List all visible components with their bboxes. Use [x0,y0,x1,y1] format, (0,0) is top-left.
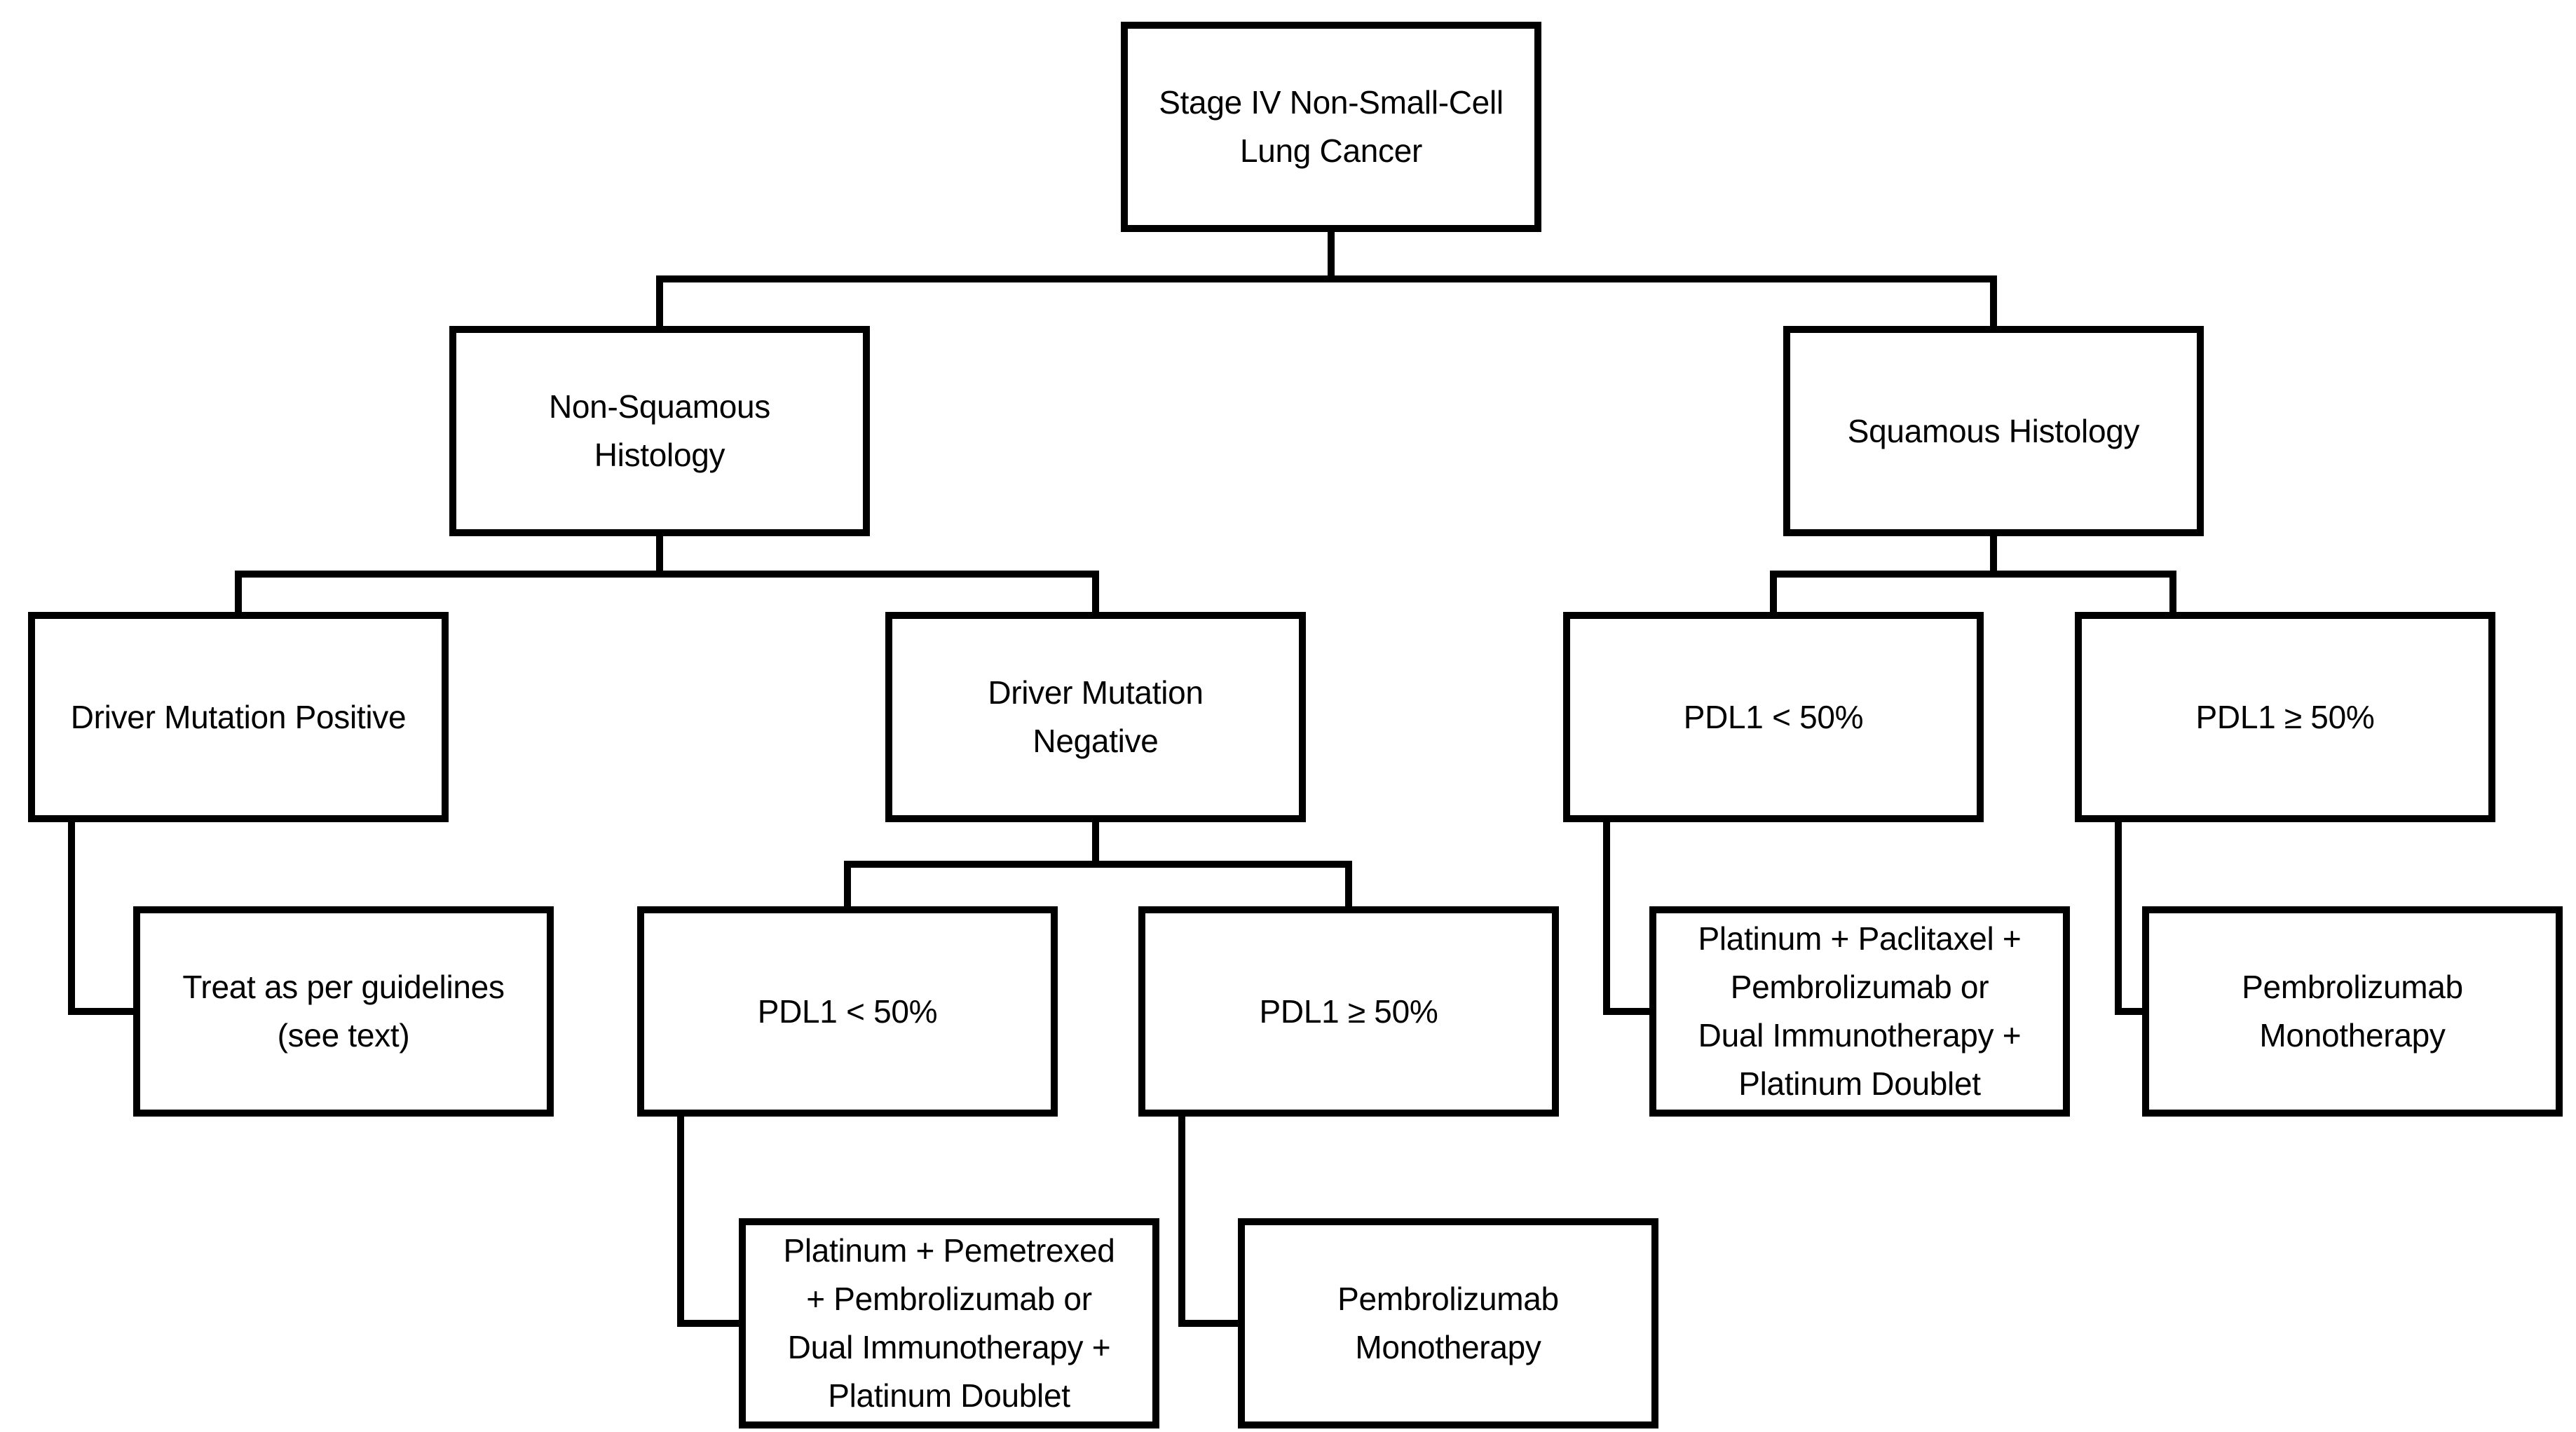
connector [2115,822,2122,1015]
node-sq: Squamous Histology [1783,326,2204,536]
node-plat_pem: Platinum + Pemetrexed + Pembrolizumab or… [739,1218,1159,1428]
connector [68,822,75,1015]
connector [1603,1008,1649,1015]
connector [677,1320,739,1327]
node-pdl1lt_nsq: PDL1 < 50% [637,906,1058,1117]
connector [656,536,663,578]
connector [844,861,851,906]
flowchart-node-label: PDL1 ≥ 50% [1259,993,1438,1030]
connector [844,861,1352,868]
connector [68,1008,133,1015]
connector [235,571,242,612]
node-dmn: Driver Mutation Negative [885,612,1306,822]
node-plat_pac: Platinum + Paclitaxel + Pembrolizumab or… [1649,906,2070,1117]
flowchart-node-label: PDL1 ≥ 50% [2195,698,2375,735]
node-pembro_m: Pembrolizumab Monotherapy [1238,1218,1658,1428]
flowchart-node-label: Pembrolizumab Monotherapy [1337,1281,1559,1365]
flowchart-node-label: PDL1 < 50% [1683,698,1864,735]
flowchart-node-label: Pembrolizumab Monotherapy [2242,969,2463,1053]
flowchart-node-label: Stage IV Non-Small-Cell Lung Cancer [1159,84,1504,169]
connector [235,571,1099,578]
connector [677,1117,684,1327]
connector [2115,1008,2142,1015]
node-pdl1lt_sq: PDL1 < 50% [1563,612,1984,822]
flowchart-node-label: Platinum + Pemetrexed + Pembrolizumab or… [783,1232,1115,1414]
connector [1178,1320,1238,1327]
node-pembro_r: Pembrolizumab Monotherapy [2142,906,2563,1117]
connector [1603,822,1610,1015]
connector [656,275,1997,282]
connector [1345,861,1352,906]
flowchart-node-label: Non-Squamous Histology [548,388,771,473]
connector [1990,536,1997,578]
flowchart-node-label: Treat as per guidelines (see text) [182,969,505,1053]
node-nonsq: Non-Squamous Histology [449,326,870,536]
flowchart-node-label: Driver Mutation Negative [988,674,1204,759]
connector [1092,822,1099,868]
node-treat: Treat as per guidelines (see text) [133,906,554,1117]
connector [1328,232,1335,282]
node-root: Stage IV Non-Small-Cell Lung Cancer [1121,22,1541,232]
node-pdl1ge_sq: PDL1 ≥ 50% [2075,612,2495,822]
connector [1092,571,1099,612]
flowchart-node-label: Squamous Histology [1847,412,2140,449]
flowchart-node-label: PDL1 < 50% [757,993,938,1030]
connector [1178,1117,1185,1327]
connector [656,275,663,326]
flowchart-node-label: Platinum + Paclitaxel + Pembrolizumab or… [1698,920,2022,1102]
connector [2169,571,2176,612]
connector [1990,275,1997,326]
node-pdl1ge_nsq: PDL1 ≥ 50% [1138,906,1559,1117]
node-dmp: Driver Mutation Positive [28,612,449,822]
flowchart-node-label: Driver Mutation Positive [70,698,407,735]
connector [1770,571,1777,612]
connector [1770,571,2176,578]
